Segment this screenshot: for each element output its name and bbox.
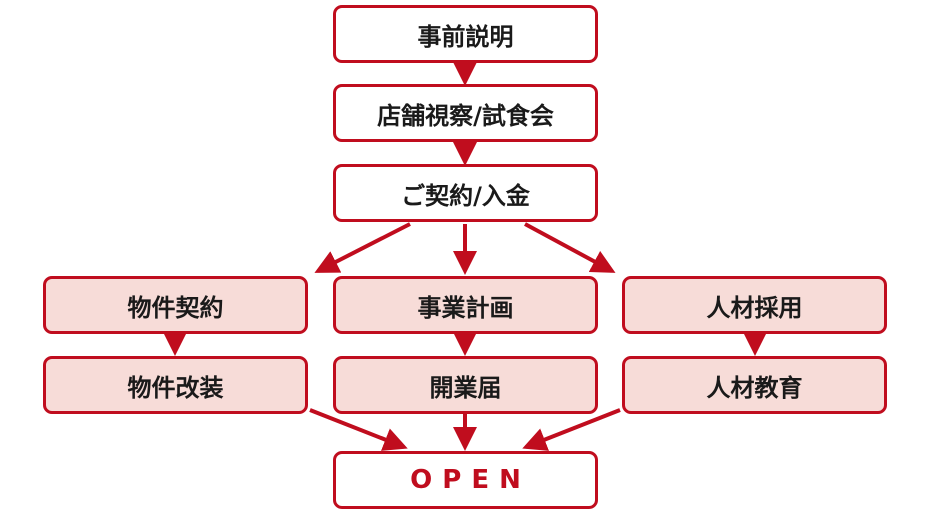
step-staff-training: 人材教育 (622, 356, 887, 414)
arrow-step3-right (524, 222, 616, 273)
step-staff-recruitment: 人材採用 (622, 276, 887, 334)
arrow-right-open (522, 408, 621, 451)
step-property-contract: 物件契約 (43, 276, 308, 334)
step-open: OPEN (333, 451, 598, 509)
step-property-renovation: 物件改装 (43, 356, 308, 414)
step-business-plan: 事業計画 (333, 276, 598, 334)
step-business-registration: 開業届 (333, 356, 598, 414)
step-store-visit-tasting: 店舗視察/試食会 (333, 84, 598, 142)
step-contract-payment: ご契約/入金 (333, 164, 598, 222)
step-pre-explanation: 事前説明 (333, 5, 598, 63)
arrow-step3-left (314, 222, 411, 273)
arrow-left-open (309, 408, 408, 451)
